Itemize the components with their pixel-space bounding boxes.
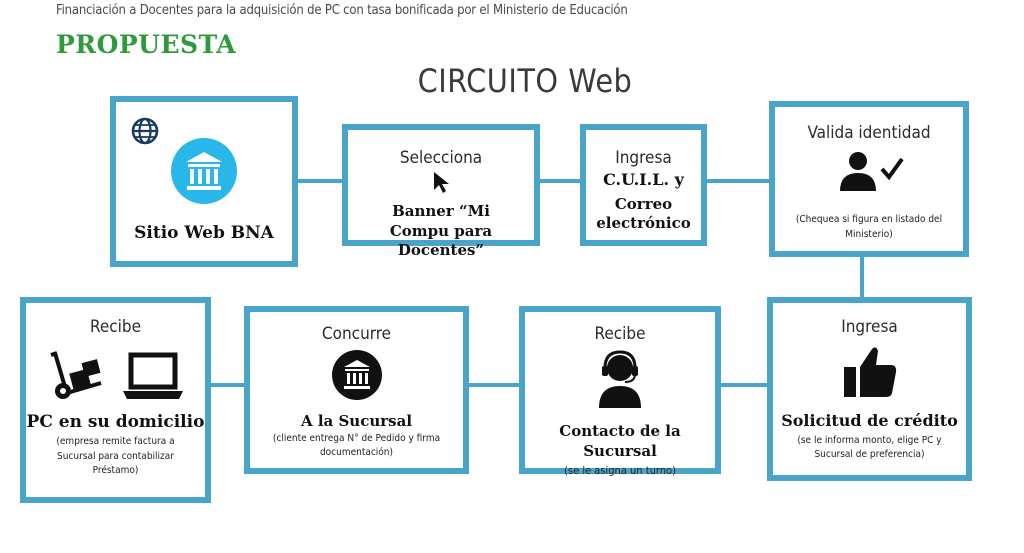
connector-4-5 [860,257,864,297]
step-ingresa-cuil-main: C.U.I.L. y [603,170,684,189]
step-sitio-web: Sitio Web BNA [110,96,298,267]
step-pc-main: PC en su domicilio [26,412,205,432]
step-contacto-note: (se le asigna un turno) [564,464,676,477]
step-concurre: Concurre A la Sucursal (cliente entrega … [244,306,469,474]
step-contacto-main: Contacto de la Sucursal [559,422,681,460]
cursor-icon [430,170,452,198]
laptop-icon [122,351,183,405]
circuit-title: CIRCUITO Web [417,62,633,100]
globe-icon [130,116,160,150]
step-valida-identidad: Valida identidad (Chequea si figura en l… [769,101,969,257]
support-agent-icon [593,348,647,412]
connector-3-4 [707,179,769,183]
step-pc-head: Recibe [89,317,142,337]
bank-icon [116,138,292,208]
step-solicitud-head: Ingresa [841,317,898,337]
step-ingresa-cuil-main2: Correo electrónico [596,194,691,233]
step-pc-note: (empresa remite factura a Sucursal para … [56,436,175,477]
step-valida-head: Valida identidad [807,123,931,143]
connector-7-8 [211,383,244,387]
step-ingresa-cuil: Ingresa C.U.I.L. y Correo electrónico [580,124,707,246]
top-caption: Financiación a Docentes para la adquisic… [56,3,628,18]
bank-circle-icon [331,350,382,404]
connector-5-6 [721,383,767,387]
step-concurre-main: A la Sucursal [300,412,413,430]
step-selecciona-head: Selecciona [399,148,483,168]
step-solicitud-note: (se le informa monto, elige PC y Sucursa… [797,434,942,461]
step-concurre-head: Concurre [321,324,392,344]
user-check-icon [834,149,904,197]
hand-truck-icon [49,351,105,405]
step-contacto-head: Recibe [594,324,646,344]
connector-2-3 [540,179,580,183]
connector-1-2 [298,179,342,183]
step-solicitud-main: Solicitud de crédito [781,411,958,430]
step-ingresa-cuil-head: Ingresa [615,148,672,168]
connector-6-7 [469,383,519,387]
step-recibe-contacto: Recibe Contacto de la Sucursal (se le as… [519,306,721,477]
step-recibe-pc: Recibe PC en su domicilio (empresa remit… [20,297,211,503]
step-selecciona-main: Banner “Mi Compu para Docentes” [389,202,493,259]
step-sitio-main: Sitio Web BNA [134,223,274,243]
step-valida-note: (Chequea si figura en listado del Minist… [795,214,943,240]
step-selecciona: Selecciona Banner “Mi Compu para Docente… [342,124,540,259]
proposal-label: PROPUESTA [56,30,237,59]
step-ingresa-solicitud: Ingresa Solicitud de crédito (se le info… [767,297,972,481]
step-concurre-note: (cliente entrega N° de Pedido y firma do… [272,432,441,459]
thumbs-up-icon [842,345,898,403]
